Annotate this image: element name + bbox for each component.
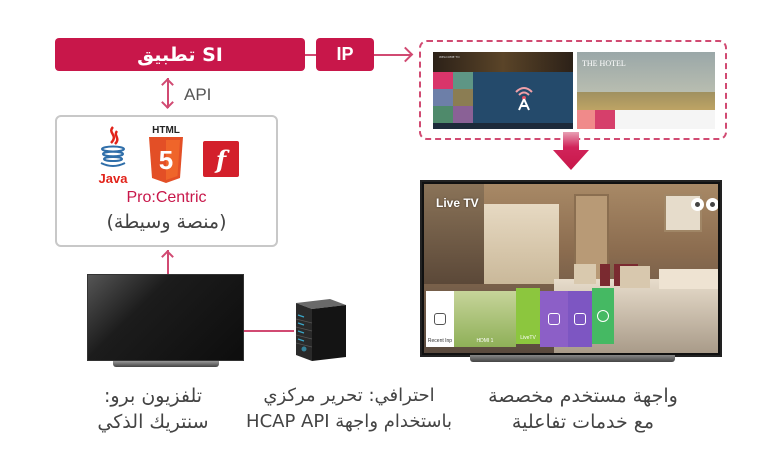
java-logo-icon: Java <box>99 126 129 186</box>
tv-stand <box>470 355 675 362</box>
html5-logo-icon: HTML 5 <box>149 125 183 183</box>
procentric-title: Pro:Centric <box>126 189 207 206</box>
svg-text:5: 5 <box>159 145 173 175</box>
tile-photo[interactable] <box>568 291 592 347</box>
menu-screen-preview: WELCOME TO <box>433 52 573 129</box>
settings-icon[interactable] <box>706 198 718 211</box>
svg-text:f: f <box>214 145 230 174</box>
arrow-down-icon <box>553 132 589 170</box>
photo-icon <box>574 313 586 325</box>
si-app-label: تطبيق SI <box>137 43 223 66</box>
tile-recent-input[interactable]: Recent Inp <box>426 291 454 347</box>
procentric-tv-image <box>87 274 244 361</box>
tv-stand <box>113 361 219 367</box>
tile-music[interactable] <box>540 291 568 347</box>
tv-icon <box>434 313 446 325</box>
welcome-text: WELCOME TO <box>439 55 460 59</box>
middleware-subtitle: (منصة وسيطة) <box>106 211 227 233</box>
music-icon <box>548 313 560 325</box>
caption-procentric-tv: تلفزيون برو: سنتريك الذكي <box>97 385 209 433</box>
middleware-box: Java HTML 5 f Pro:Centric (منصة وسيطة) <box>55 115 278 247</box>
tv-screen: Live TV Recent Inp HDMI 1 LiveTV <box>424 184 718 353</box>
arrow-up-icon <box>161 250 174 263</box>
hotel-tv-image: Live TV Recent Inp HDMI 1 LiveTV <box>420 180 722 357</box>
input-icon[interactable] <box>691 198 704 211</box>
server-icon <box>295 299 346 361</box>
arrow-right-icon <box>397 46 414 63</box>
wifi-antenna-icon <box>515 87 533 111</box>
caption-server: احترافي: تحرير مركزي باستخدام واجهة HCAP… <box>246 385 452 432</box>
hotel-title: THE HOTEL <box>582 59 626 68</box>
connector-ip-preview <box>374 54 412 56</box>
tile-livetv[interactable]: LiveTV <box>516 288 540 344</box>
api-label: API <box>184 85 212 104</box>
flash-logo-icon: f <box>203 141 239 177</box>
ip-box: IP <box>316 38 374 71</box>
ip-label: IP <box>336 44 354 64</box>
si-app-box: تطبيق SI <box>55 38 305 71</box>
tile-hdmi1[interactable]: HDMI 1 <box>454 291 516 347</box>
hotel-screen-preview: THE HOTEL <box>577 52 715 129</box>
ui-preview-group: WELCOME TO THE HOTEL <box>419 40 727 140</box>
tile-app[interactable] <box>592 288 614 344</box>
connector-tv-middleware <box>167 250 169 274</box>
arrow-down-icon <box>161 96 174 109</box>
app-icon <box>597 310 609 322</box>
svg-text:Java: Java <box>99 171 129 186</box>
connector-si-ip <box>305 54 316 56</box>
connector-tv-server <box>244 330 294 332</box>
connector-api <box>167 78 169 108</box>
live-tv-label: Live TV <box>436 196 479 210</box>
caption-custom-ui: واجهة مستخدم مخصصة مع خدمات تفاعلية <box>488 385 678 433</box>
arrow-up-icon <box>161 78 174 91</box>
svg-text:HTML: HTML <box>152 125 180 136</box>
